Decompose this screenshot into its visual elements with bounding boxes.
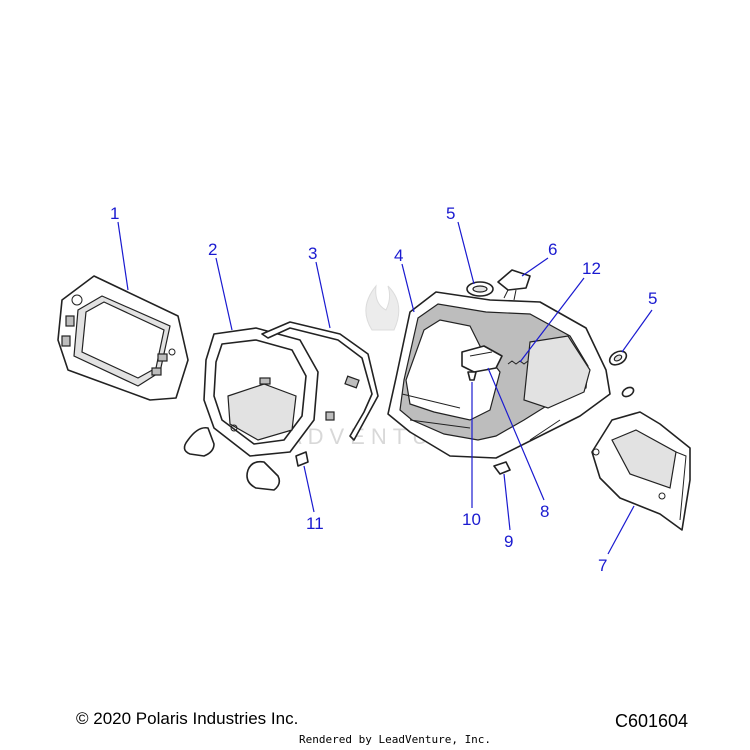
- leader-4: [401, 263, 415, 313]
- copyright-text: © 2020 Polaris Industries Inc.: [76, 709, 299, 728]
- bracket-part[interactable]: [461, 345, 503, 373]
- callout-7: 7: [598, 556, 607, 575]
- rendered-by-text: Rendered by LeadVenture, Inc.: [299, 733, 492, 746]
- leader-12: [519, 277, 585, 363]
- diagram-code: C601604: [615, 711, 689, 731]
- leader-8: [487, 367, 545, 501]
- leader-5a: [457, 221, 475, 285]
- callout-labels: 1 2 3 4 5 6 12 5 11 10 9 8 7: [110, 204, 657, 575]
- leader-6: [521, 257, 549, 277]
- leader-3: [315, 261, 331, 329]
- callout-5b: 5: [648, 289, 657, 308]
- screw-part[interactable]: [467, 371, 477, 381]
- leader-11: [303, 465, 315, 513]
- callout-12: 12: [582, 259, 601, 278]
- callout-8: 8: [540, 502, 549, 521]
- callout-3: 3: [308, 244, 317, 263]
- pin-part[interactable]: [493, 461, 511, 475]
- leader-2: [215, 257, 233, 331]
- spring-part[interactable]: [507, 360, 529, 365]
- callout-5a: 5: [446, 204, 455, 223]
- seal-trim-part[interactable]: [261, 321, 379, 441]
- callout-6: 6: [548, 240, 557, 259]
- display-screen-part[interactable]: [57, 275, 189, 401]
- grommet-part-right[interactable]: [607, 348, 635, 398]
- callout-4: 4: [394, 246, 403, 265]
- callout-10: 10: [462, 510, 481, 529]
- shield-plate-part[interactable]: [591, 411, 691, 531]
- leader-7: [607, 505, 635, 555]
- clip-part[interactable]: [497, 269, 531, 301]
- grommet-part-upper[interactable]: [466, 281, 494, 297]
- callout-1: 1: [110, 204, 119, 223]
- display-bezel-part[interactable]: [183, 327, 319, 491]
- fastener-part[interactable]: [295, 451, 309, 467]
- leader-lines: [117, 221, 653, 555]
- callout-11: 11: [306, 514, 324, 533]
- leader-5b: [621, 309, 653, 353]
- callout-2: 2: [208, 240, 217, 259]
- leader-9: [503, 473, 511, 531]
- callout-9: 9: [504, 532, 513, 551]
- leader-1: [117, 221, 129, 291]
- instrument-housing-part[interactable]: [387, 291, 611, 459]
